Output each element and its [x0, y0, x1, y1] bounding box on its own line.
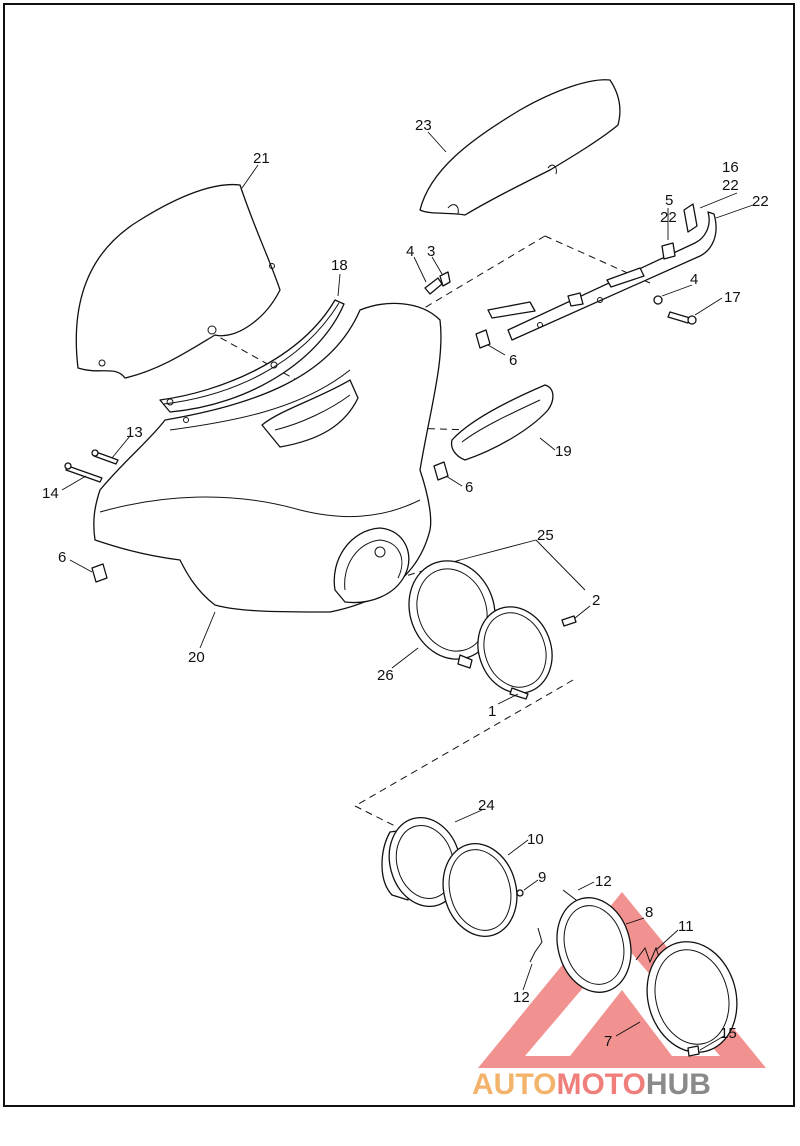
callout-15: 15	[720, 1025, 737, 1042]
callout-10: 10	[527, 831, 544, 848]
callout-6: 6	[509, 352, 517, 369]
callout-21: 21	[253, 150, 270, 167]
callout-25: 25	[537, 527, 554, 544]
callout-20: 20	[188, 649, 205, 666]
callout-24: 24	[478, 797, 495, 814]
mounting-ring-26	[408, 560, 496, 660]
upper-trim-18	[159, 299, 345, 413]
callout-4: 4	[690, 271, 698, 288]
headlight-bracket-25	[457, 606, 553, 694]
watermark-auto: AUTO	[472, 1068, 556, 1101]
spring-11	[635, 946, 661, 964]
callout-22: 22	[660, 209, 677, 226]
callout-5: 5	[665, 192, 673, 209]
trim-strips	[487, 203, 717, 341]
trim-ring-8	[556, 897, 632, 993]
callout-4: 4	[406, 243, 414, 260]
callout-8: 8	[645, 904, 653, 921]
retaining-ring-10	[442, 843, 518, 937]
callout-3: 3	[427, 243, 435, 260]
callout-labels: 21 23 16 22 5 22 22 18 4 3 4 17 6 13 14 …	[42, 117, 769, 1050]
screw-15	[687, 1045, 700, 1057]
clip-6b	[433, 461, 449, 481]
callout-18: 18	[331, 257, 348, 274]
bolt-14	[64, 462, 103, 483]
watermark-hub: HUB	[646, 1068, 711, 1101]
svg-text:AUTOMOTOHUB: AUTOMOTOHUB	[472, 1068, 711, 1101]
callout-12: 12	[595, 873, 612, 890]
callout-11: 11	[678, 918, 694, 935]
small-fastener-top	[424, 271, 451, 295]
vent-19	[450, 384, 554, 461]
callout-6: 6	[58, 549, 66, 566]
callout-1: 1	[488, 703, 496, 720]
callout-12: 12	[513, 989, 530, 1006]
clip-6a	[475, 329, 491, 349]
callout-6: 6	[465, 479, 473, 496]
callout-9: 9	[538, 869, 546, 886]
clip-6c	[91, 563, 108, 583]
callout-7: 7	[604, 1033, 612, 1050]
vent-on-fairing	[261, 379, 359, 448]
callout-22: 22	[722, 177, 739, 194]
windshield-large	[75, 183, 281, 379]
callout-26: 26	[377, 667, 394, 684]
screw-and-washer	[653, 295, 697, 325]
callout-19: 19	[555, 443, 572, 460]
callout-16: 16	[722, 159, 739, 176]
screw-2	[561, 615, 577, 627]
callout-14: 14	[42, 485, 59, 502]
watermark-moto: MOTO	[556, 1068, 645, 1101]
callout-2: 2	[592, 592, 600, 609]
screw-1	[509, 687, 529, 700]
callout-17: 17	[724, 289, 741, 306]
fairing-body	[93, 302, 442, 613]
bolt-13	[91, 449, 119, 465]
callout-13: 13	[126, 424, 143, 441]
watermark-text: AUTOMOTOHUB	[472, 1068, 711, 1101]
screw-9	[516, 889, 524, 897]
spring-12b	[529, 927, 543, 963]
bezel-7	[646, 941, 738, 1053]
diagram-frame	[3, 3, 795, 1107]
windshield-short	[419, 79, 621, 216]
callout-23: 23	[415, 117, 432, 134]
leader-lines	[61, 131, 754, 1051]
callout-22: 22	[752, 193, 769, 210]
